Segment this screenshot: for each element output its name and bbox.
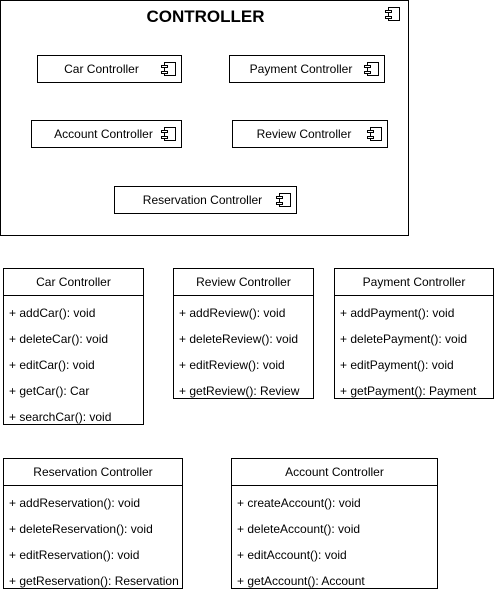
component-car-controller: Car Controller — [37, 55, 182, 83]
class-member: + editAccount(): void — [237, 548, 347, 562]
component-reservation-controller: Reservation Controller — [114, 186, 297, 214]
class-member: + editPayment(): void — [340, 358, 454, 372]
class-car-controller: Car Controller + addCar(): void + delete… — [3, 268, 144, 425]
class-account-controller: Account Controller + createAccount(): vo… — [231, 458, 438, 589]
class-member: + addReservation(): void — [9, 496, 141, 510]
component-label: Car Controller — [64, 62, 139, 76]
component-icon — [367, 127, 382, 141]
class-member: + deleteCar(): void — [9, 332, 109, 346]
class-name: Review Controller — [174, 269, 313, 296]
component-label: Account Controller — [54, 127, 153, 141]
class-member: + addCar(): void — [9, 306, 96, 320]
component-account-controller: Account Controller — [31, 120, 182, 148]
component-icon — [161, 62, 176, 76]
class-member: + editReservation(): void — [9, 548, 140, 562]
component-payment-controller: Payment Controller — [229, 55, 385, 83]
component-icon — [385, 7, 400, 21]
class-payment-controller: Payment Controller + addPayment(): void … — [334, 268, 494, 399]
class-member: + deleteAccount(): void — [237, 522, 361, 536]
controller-package: CONTROLLER Car Controller Payment Contro… — [0, 0, 409, 236]
class-member: + getReview(): Review — [179, 384, 300, 398]
class-member: + getAccount(): Account — [237, 574, 365, 588]
component-label: Payment Controller — [249, 62, 353, 76]
component-review-controller: Review Controller — [232, 120, 388, 148]
class-name: Payment Controller — [335, 269, 493, 296]
class-member: + addPayment(): void — [340, 306, 455, 320]
class-member: + getPayment(): Payment — [340, 384, 477, 398]
class-member: + deleteReview(): void — [179, 332, 299, 346]
class-review-controller: Review Controller + addReview(): void + … — [173, 268, 314, 399]
package-title: CONTROLLER — [146, 7, 265, 26]
component-icon — [364, 62, 379, 76]
class-member: + searchCar(): void — [9, 410, 112, 424]
class-name: Account Controller — [232, 459, 437, 486]
class-member: + addReview(): void — [179, 306, 286, 320]
class-member: + getReservation(): Reservation — [9, 574, 179, 588]
class-member: + editReview(): void — [179, 358, 285, 372]
class-member: + deleteReservation(): void — [9, 522, 153, 536]
class-name: Reservation Controller — [4, 459, 182, 486]
class-member: + getCar(): Car — [9, 384, 90, 398]
component-label: Reservation Controller — [142, 193, 263, 207]
class-member: + createAccount(): void — [237, 496, 361, 510]
component-label: Review Controller — [256, 127, 352, 141]
class-member: + editCar(): void — [9, 358, 95, 372]
class-member: + deletePayment(): void — [340, 332, 468, 346]
component-icon — [276, 193, 291, 207]
component-icon — [161, 127, 176, 141]
class-name: Car Controller — [4, 269, 143, 296]
class-reservation-controller: Reservation Controller + addReservation(… — [3, 458, 183, 589]
